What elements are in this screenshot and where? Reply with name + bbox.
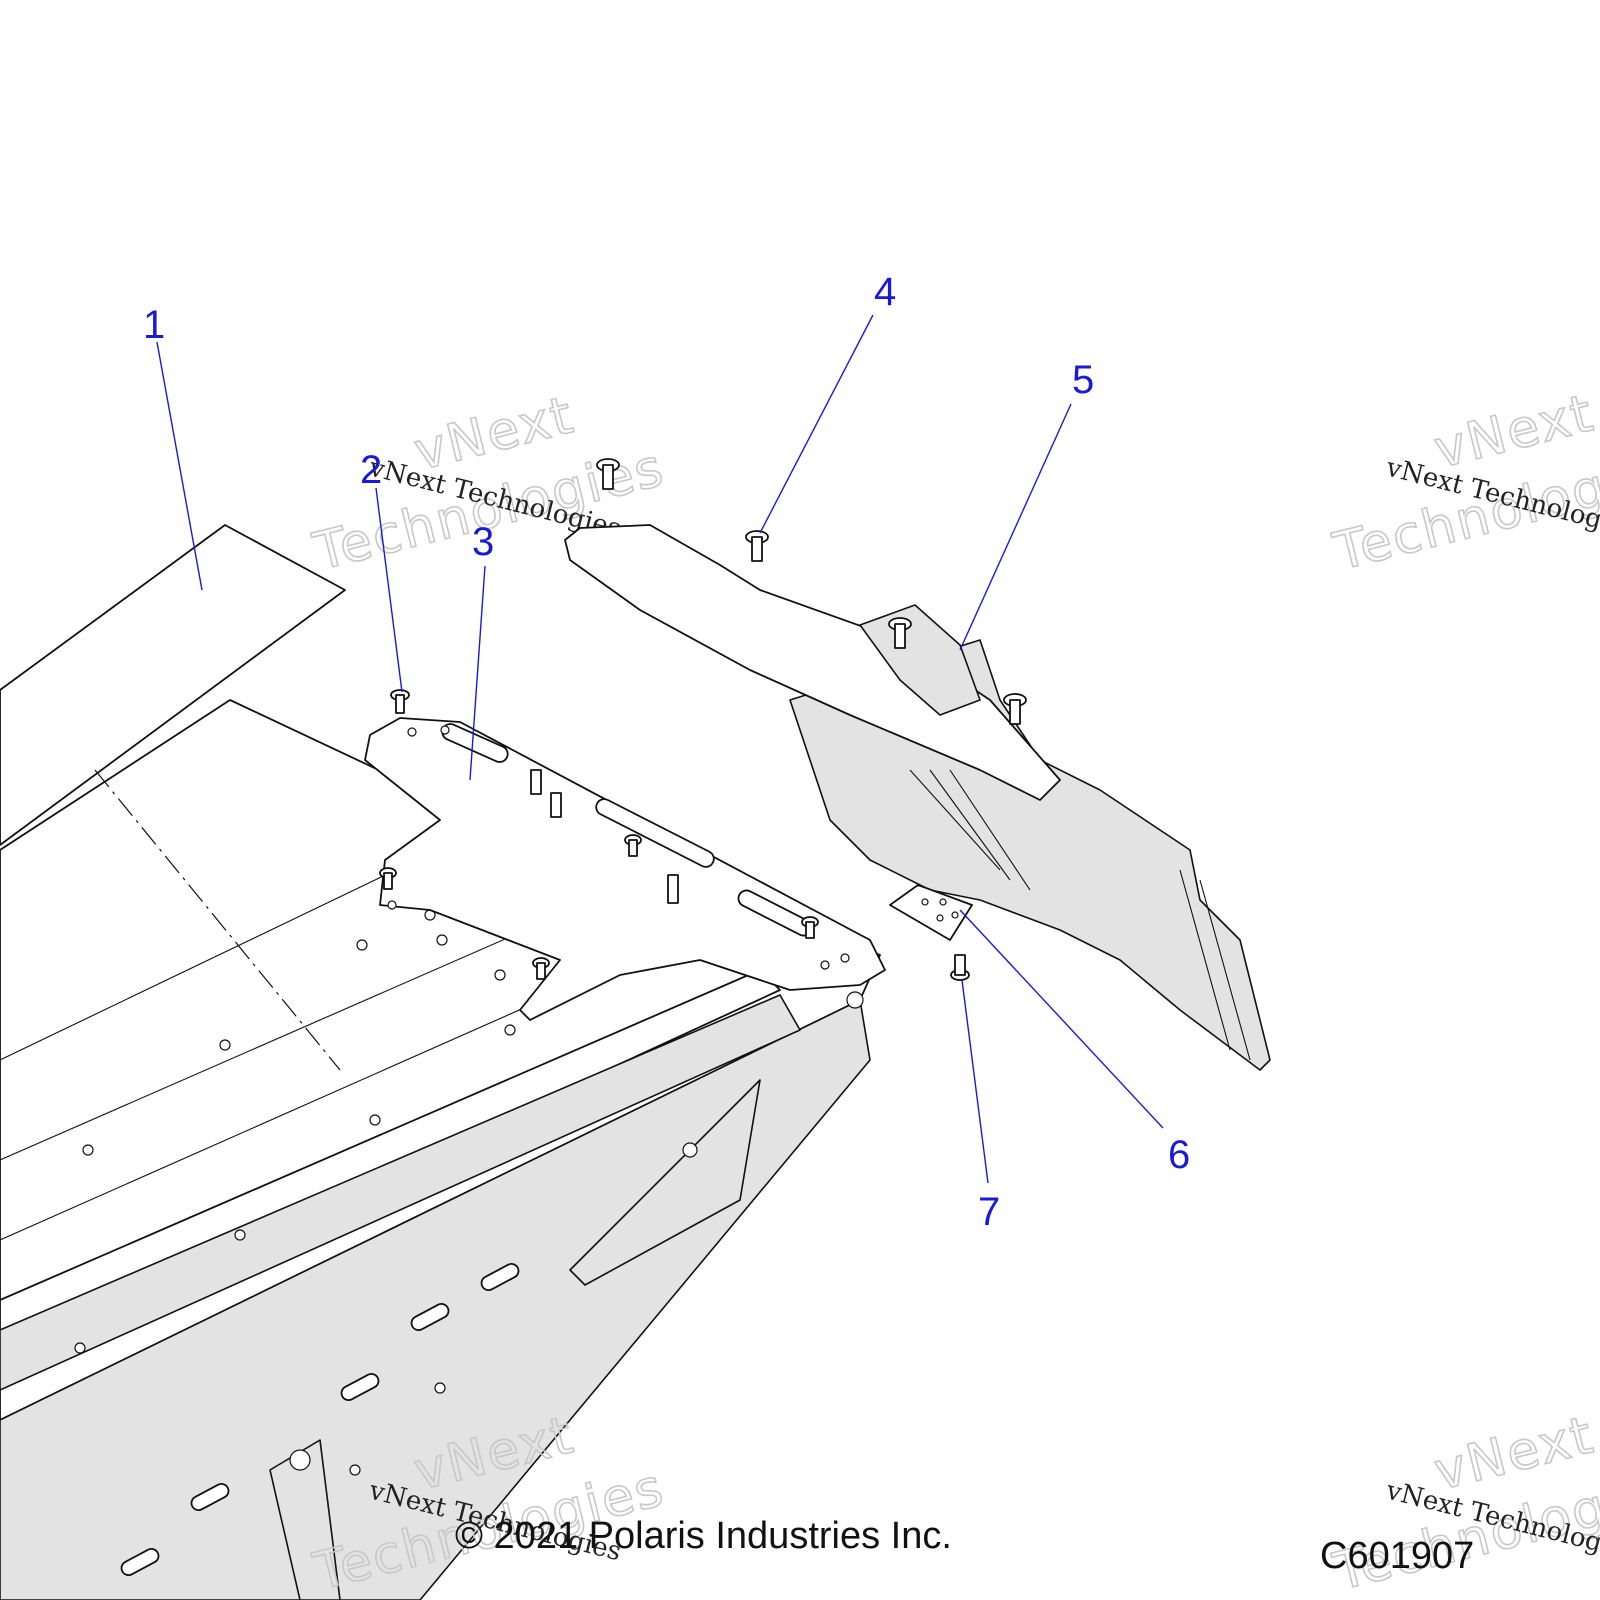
- part-4-screw-b: [596, 458, 620, 490]
- leader-7: [961, 979, 989, 1184]
- leader-lines: [156, 314, 1164, 1184]
- part-5-bumper-flap: [564, 524, 1271, 1071]
- copyright-text: © 2021 Polaris Industries Inc.: [455, 1515, 952, 1557]
- drawing-code: C601907: [1320, 1535, 1474, 1577]
- part-7-rivet: [950, 954, 970, 981]
- callout-3: 3: [472, 520, 494, 564]
- part-6-plate: [889, 884, 973, 941]
- leader-3: [469, 565, 486, 781]
- part-4-screw-c: [888, 617, 912, 649]
- leader-6: [959, 909, 1164, 1129]
- part-2-screw: [390, 689, 410, 714]
- leader-5: [959, 403, 1072, 651]
- fasteners: [379, 458, 1027, 981]
- callout-6: 6: [1168, 1133, 1190, 1177]
- callout-7: 7: [978, 1190, 1000, 1234]
- callout-1: 1: [143, 303, 165, 347]
- part-3-bracket: [364, 717, 886, 1021]
- callout-4: 4: [874, 270, 896, 314]
- bracket-studs: [379, 769, 819, 980]
- callout-5: 5: [1072, 358, 1094, 402]
- part-1-plate: [0, 524, 346, 846]
- callout-numbers: 1 2 3 4 5 6 7: [143, 270, 1190, 1234]
- part-4-screw-d: [1003, 693, 1027, 725]
- watermark-top-right: vNext Technologies vNext Technologies: [1327, 382, 1600, 583]
- part-4-screw: [745, 530, 769, 562]
- leader-2: [375, 487, 403, 693]
- callout-2: 2: [360, 448, 382, 492]
- leader-1: [156, 341, 203, 591]
- leader-4: [759, 314, 874, 534]
